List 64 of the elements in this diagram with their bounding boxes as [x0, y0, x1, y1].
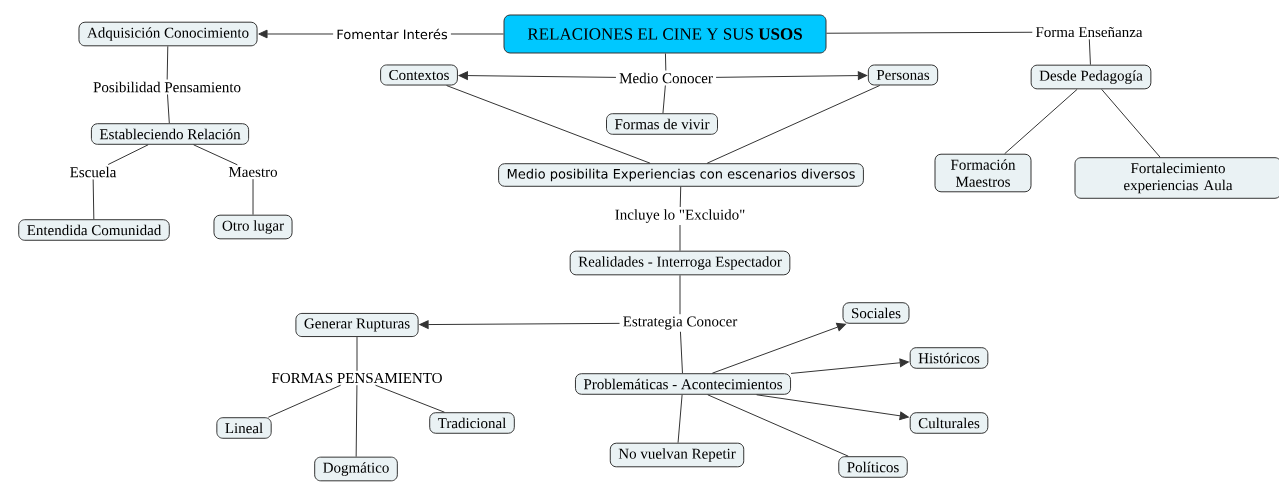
connector-line — [679, 331, 683, 374]
concept-box: Políticos — [838, 456, 908, 478]
concept-box: Tradicional — [429, 412, 515, 434]
arrow — [258, 29, 334, 39]
connector-line — [446, 85, 651, 164]
concept-box: Realidades - Interroga Espectador — [569, 250, 791, 276]
linking-phrase: Forma Enseñanza — [1035, 26, 1143, 38]
arrow — [458, 71, 617, 80]
arrow — [790, 358, 909, 374]
connector-line — [1088, 38, 1091, 66]
concept-box: Problemáticas - Acontecimientos — [574, 373, 792, 395]
connector-line — [267, 384, 342, 418]
linking-phrase: Maestro — [228, 167, 277, 177]
connector-line — [826, 31, 1033, 34]
concept-box: Culturales — [909, 412, 989, 434]
concept-box: Fortalecimiento experiencias Aula — [1074, 157, 1279, 199]
concept-box: Otro lugar — [213, 214, 293, 240]
connector-line — [92, 178, 95, 220]
connector-line — [706, 85, 881, 164]
concept-box: Desde Pedagogía — [1030, 64, 1152, 90]
arrow — [419, 320, 621, 329]
title-box: RELACIONES EL CINE Y SUS USOS — [503, 14, 827, 54]
connector-line — [707, 394, 849, 457]
linking-phrase: Medio Conocer — [619, 72, 713, 84]
connector-line — [1004, 88, 1078, 155]
connector-line — [193, 144, 238, 166]
linking-phrase: Estrategia Conocer — [623, 316, 738, 330]
connector-line — [679, 224, 681, 252]
arrow — [715, 71, 868, 80]
connector-line — [679, 186, 682, 208]
linking-phrase: Incluye lo "Excluido" — [615, 209, 745, 223]
connector-line — [662, 84, 666, 114]
connector-line — [252, 178, 254, 216]
concept-box: Dogmático — [314, 456, 398, 482]
connector-line — [1101, 88, 1161, 158]
linking-phrase: Escuela — [70, 166, 117, 178]
concept-box: Medio posibilita Experiencias con escenarios diversos — [498, 163, 864, 187]
connector-line — [356, 336, 358, 372]
linking-phrase: Posibilidad Pensamiento — [93, 81, 241, 93]
concept-box: Personas — [867, 64, 939, 86]
connector-line — [355, 384, 358, 458]
linking-phrase: Fomentar Interés — [337, 28, 448, 40]
concept-box: Formación Maestros — [934, 153, 1032, 193]
concept-box: Entendida Comunidad — [18, 219, 170, 241]
concept-box: Generar Rupturas — [295, 312, 419, 338]
concept-box: Formas de vivir — [606, 113, 718, 135]
connector-line — [677, 394, 683, 444]
concept-box: Históricos — [909, 347, 989, 369]
concept-box: Estableciendo Relación — [90, 123, 250, 145]
connector-line — [375, 384, 445, 413]
concept-box: Contextos — [380, 64, 458, 86]
linking-phrase: FORMAS PENSAMIENTO — [271, 372, 442, 384]
concept-box: Adquisición Conocimiento — [78, 21, 258, 47]
connector-line — [450, 33, 504, 35]
concept-box: Lineal — [216, 417, 272, 439]
arrow — [756, 394, 909, 421]
connector-line — [679, 274, 681, 315]
connector-line — [167, 94, 170, 124]
connector-line — [664, 53, 667, 71]
connector-line — [166, 45, 169, 80]
arrow — [711, 322, 847, 374]
connector-line — [107, 144, 149, 165]
concept-box: Sociales — [842, 302, 910, 324]
concept-box: No vuelvan Repetir — [609, 442, 745, 468]
